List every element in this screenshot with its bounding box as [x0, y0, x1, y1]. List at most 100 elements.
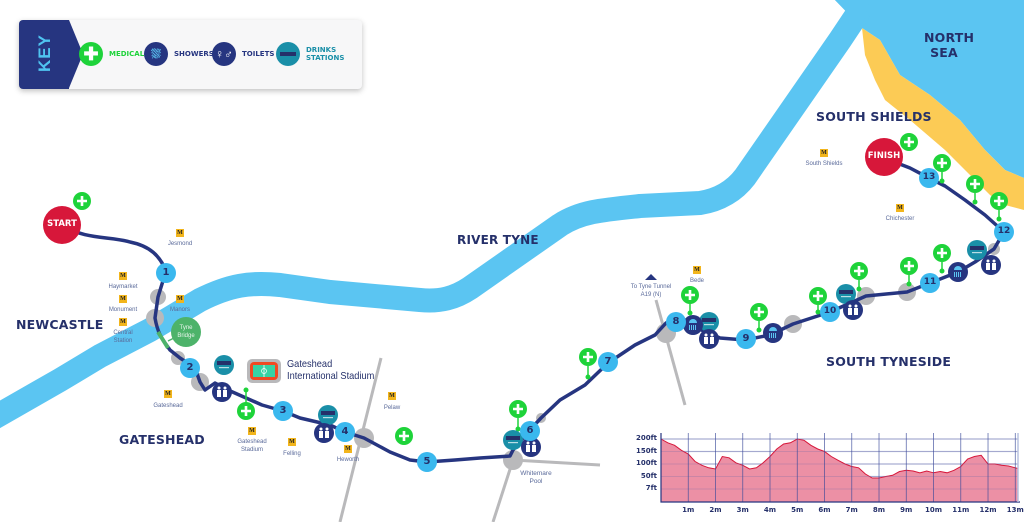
elevation-plot: [660, 433, 1020, 503]
road: [512, 458, 601, 467]
metro-icon: M: [119, 318, 127, 326]
tunnel-arrow-icon: [645, 274, 657, 280]
river-tyne: [0, 3, 870, 429]
metro-icon: M: [119, 272, 127, 280]
x-tick-label: 13m: [1006, 506, 1024, 514]
y-tick-label: 100ft: [635, 459, 657, 467]
map-key: KEY ✚ MEDICAL ⛆ SHOWERS ♀♂ TOILETS DRINK…: [19, 20, 362, 89]
y-tick-label: 150ft: [635, 446, 657, 455]
finish-marker: [865, 138, 903, 176]
stadium-icon: [247, 359, 281, 383]
metro-icon: M: [176, 295, 184, 303]
metro-icon: M: [820, 149, 828, 157]
area-label-south-tyneside: SOUTH TYNESIDE: [826, 354, 952, 369]
shower-icon: ⛆: [144, 42, 168, 66]
area-label-river-tyne: RIVER TYNE: [457, 233, 539, 247]
area-label-newcastle: NEWCASTLE: [16, 317, 104, 332]
metro-label-chichester: Chichester: [885, 216, 915, 222]
toilets-icon: ♀♂: [212, 42, 236, 66]
metro-label-felling: Felling: [283, 451, 301, 457]
metro-icon: M: [119, 295, 127, 303]
whitemare-pool-label: Whitemare Pool: [520, 470, 552, 485]
key-title: KEY: [35, 34, 54, 72]
start-label: START: [47, 219, 77, 229]
x-tick-label: 9m: [900, 506, 913, 514]
metro-label-bede: Bede: [689, 278, 704, 284]
stadium-label: Gateshead International Stadium: [287, 358, 375, 382]
key-item-showers: ⛆ SHOWERS: [144, 42, 214, 66]
tyne-bridge-marker: [171, 317, 201, 347]
mile-marker-2: 2: [186, 362, 194, 373]
road: [491, 459, 515, 522]
metro-label-south-shields: South Shields: [805, 161, 843, 167]
route-line: [60, 156, 1006, 464]
drinks-station-icon: [276, 42, 300, 66]
tyne-bridge-segment: [156, 330, 170, 350]
x-tick-label: 11m: [952, 506, 970, 514]
metro-icon: M: [344, 445, 352, 453]
area-label-south-shields: SOUTH SHIELDS: [816, 109, 932, 124]
metro-label-manors: Manors: [169, 307, 190, 313]
mile-marker-12: 12: [997, 226, 1011, 236]
area-label-north-sea: NORTH SEA: [924, 30, 975, 60]
x-tick-label: 4m: [763, 506, 777, 514]
medical-cross-icon: ✚: [79, 42, 103, 66]
mile-marker-10: 10: [823, 306, 837, 316]
metro-label-heworth: Heworth: [336, 457, 360, 463]
x-tick-label: 10m: [924, 506, 943, 514]
mile-marker-4: 4: [341, 426, 349, 437]
metro-label-central-station: Central Station: [113, 330, 133, 344]
metro-label-gateshead: Gateshead: [153, 403, 183, 409]
showers: [683, 262, 968, 343]
tyne-tunnel-label: To Tyne Tunnel A19 (N): [630, 284, 672, 298]
metro-label-jesmond: Jesmond: [167, 241, 193, 247]
metro-icon: M: [164, 390, 172, 398]
north-sea: [835, 0, 1024, 178]
mile-marker-13: 13: [922, 172, 936, 182]
x-tick-label: 3m: [736, 506, 749, 514]
x-tick-label: 7m: [845, 506, 858, 514]
medical-pins: [73, 133, 1008, 445]
mile-marker-3: 3: [279, 405, 287, 416]
x-tick-label: 1m: [682, 506, 695, 514]
mile-markers: [156, 168, 1014, 472]
key-item-medical: ✚ MEDICAL: [79, 42, 144, 66]
toilets: [212, 255, 1001, 457]
metro-icon: M: [896, 204, 904, 212]
x-tick-label: 2m: [709, 506, 722, 514]
x-tick-label: 6m: [818, 506, 831, 514]
area-label-gateshead: GATESHEAD: [119, 432, 205, 447]
mile-marker-8: 8: [672, 316, 680, 327]
metro-icon: M: [248, 427, 256, 435]
key-tab: KEY: [19, 20, 83, 89]
start-marker: [43, 206, 81, 244]
metro-label-pelaw: Pelaw: [383, 405, 401, 411]
finish-label: FINISH: [867, 151, 901, 161]
junctions: [146, 243, 1000, 470]
y-tick-label: 200ft: [635, 434, 657, 442]
key-item-toilets: ♀♂ TOILETS: [212, 42, 274, 66]
x-tick-label: 12m: [979, 506, 997, 514]
mile-marker-11: 11: [923, 277, 937, 287]
mile-marker-5: 5: [423, 456, 431, 467]
metro-icon: M: [388, 392, 396, 400]
tyne-bridge-label: Tyne Bridge: [177, 325, 195, 339]
mile-marker-6: 6: [526, 425, 534, 436]
mile-marker-7: 7: [604, 356, 612, 367]
drinks-stations: [214, 240, 987, 450]
metro-label-haymarket: Haymarket: [108, 284, 138, 290]
metro-icon: M: [288, 438, 296, 446]
y-tick-label: 50ft: [640, 471, 657, 480]
y-tick-label: 7ft: [645, 484, 657, 492]
elevation-chart: 200ft 150ft 100ft 50ft 7ft 1m 2m 3m 4m 5m 6m 7m 8m 9…: [625, 430, 1024, 522]
x-tick-label: 5m: [791, 506, 804, 514]
mile-marker-9: 9: [742, 333, 750, 344]
metro-icon: M: [693, 266, 701, 274]
mile-marker-1: 1: [162, 267, 170, 278]
x-tick-label: 8m: [872, 506, 886, 514]
metro-label-gateshead-stadium: Gateshead Stadium: [237, 439, 267, 453]
metro-icon: M: [176, 229, 184, 237]
beach: [862, 28, 1024, 210]
road-tyne-tunnel: [654, 299, 687, 406]
